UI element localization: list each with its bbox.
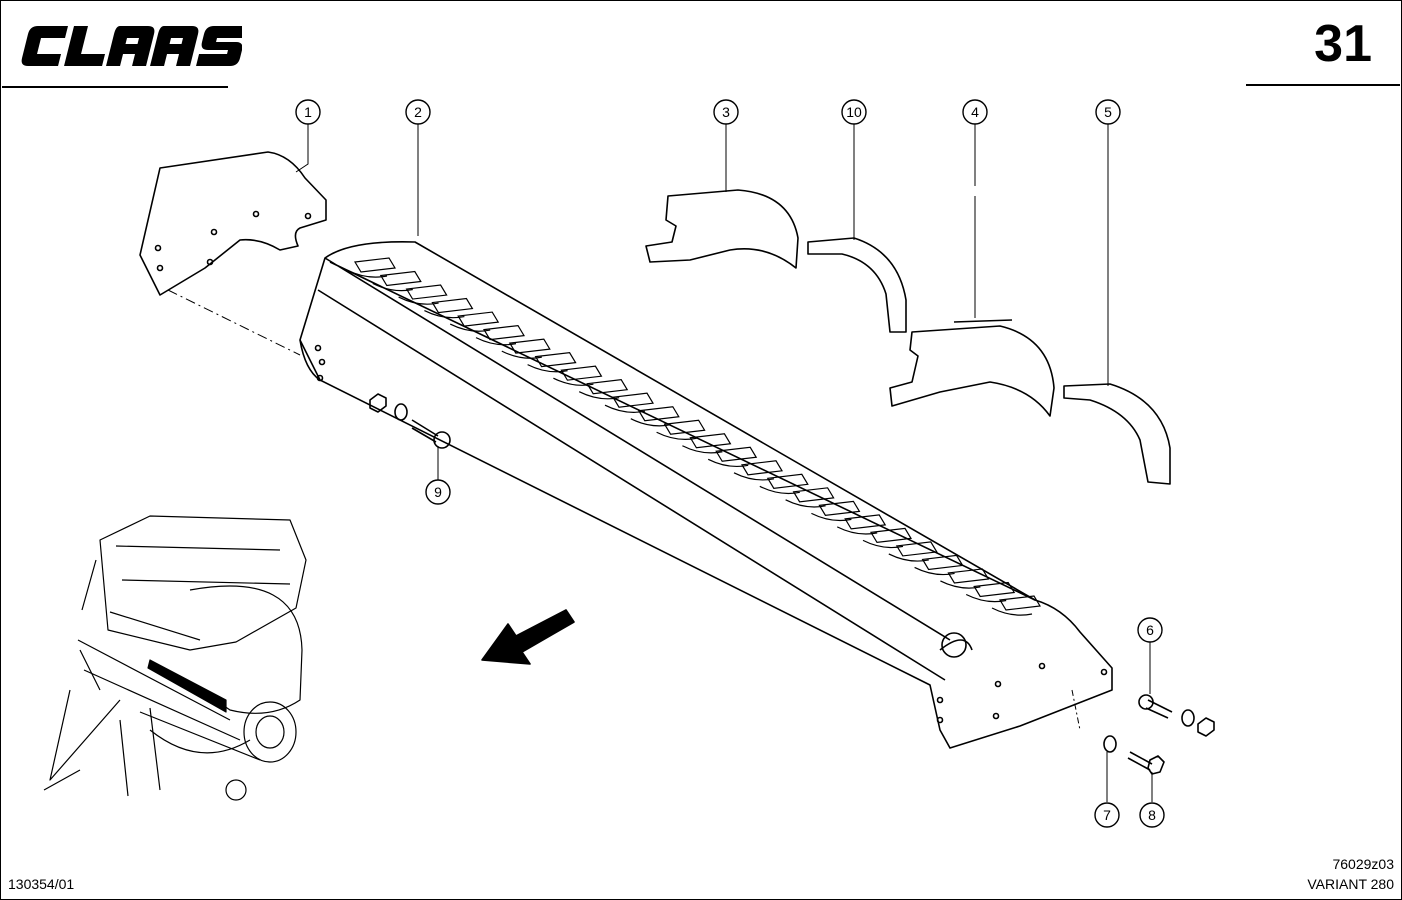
model-name: VARIANT 280 (1307, 876, 1394, 892)
beam-tooth (965, 581, 1016, 603)
beam-tooth (398, 284, 448, 305)
beam-tooth (862, 527, 912, 549)
beam-tooth (811, 500, 861, 522)
callout-2-label: 2 (414, 104, 422, 120)
callout-7: 7 (1094, 802, 1120, 828)
callout-3-label: 3 (722, 104, 730, 120)
callout-8-label: 8 (1148, 807, 1156, 823)
beam-tooth (630, 406, 680, 427)
callout-9-label: 9 (434, 484, 442, 500)
beam-tooth (346, 257, 396, 278)
part-2-beam (299, 241, 1113, 749)
beam-tooth (501, 338, 551, 359)
callout-4-label: 4 (971, 104, 979, 120)
beam-tooth (888, 541, 938, 562)
callout-1-label: 1 (304, 104, 312, 120)
beam-tooth (682, 433, 732, 454)
claas-logo (21, 26, 242, 66)
callout-2: 2 (405, 99, 431, 125)
callout-10: 10 (841, 99, 867, 125)
callout-8: 8 (1139, 802, 1165, 828)
beam-tooth (785, 487, 835, 508)
beam-tooth (836, 514, 887, 535)
beam-tooth (656, 419, 706, 440)
part-3-guide (645, 189, 799, 269)
callout-4: 4 (962, 99, 988, 125)
beam-tooth (759, 473, 809, 495)
beam-tooth (527, 351, 577, 373)
beam-tooth (475, 324, 525, 346)
page-number-underline (1246, 84, 1400, 86)
callout-9: 9 (425, 479, 451, 505)
beam-tooth (940, 568, 990, 589)
logo-underline (2, 86, 228, 88)
beam-tooth (553, 365, 603, 386)
callout-5: 5 (1095, 99, 1121, 125)
callout-5-label: 5 (1104, 104, 1112, 120)
baler-machine-illustration (43, 515, 307, 801)
beam-tooth (372, 270, 422, 292)
part-8-bolt (1127, 751, 1153, 771)
beam-tooth (424, 297, 474, 319)
part-2-teeth (346, 257, 1041, 616)
callout-6: 6 (1137, 617, 1163, 643)
beam-tooth (449, 311, 500, 332)
beam-tooth (707, 446, 758, 468)
callout-3: 3 (713, 99, 739, 125)
part-1-side-plate (139, 151, 327, 296)
part-6-bolt (1145, 699, 1173, 719)
drawing-code: 76029z03 (1332, 856, 1394, 872)
callout-1: 1 (295, 99, 321, 125)
beam-tooth (604, 392, 654, 413)
part-9-bolt (411, 419, 439, 443)
part-4-guide (889, 325, 1055, 417)
part-5-strip (1063, 383, 1171, 485)
beam-tooth (578, 379, 629, 400)
callout-7-label: 7 (1103, 807, 1111, 823)
beam-tooth (991, 595, 1041, 616)
beam-tooth (914, 554, 964, 576)
page-number: 31 (1314, 15, 1372, 73)
part-10-strip (807, 237, 907, 333)
callout-6-label: 6 (1146, 622, 1154, 638)
beam-tooth (733, 460, 783, 481)
document-code: 130354/01 (8, 876, 75, 892)
direction-arrow-icon (481, 609, 575, 665)
callout-10-label: 10 (846, 104, 862, 120)
